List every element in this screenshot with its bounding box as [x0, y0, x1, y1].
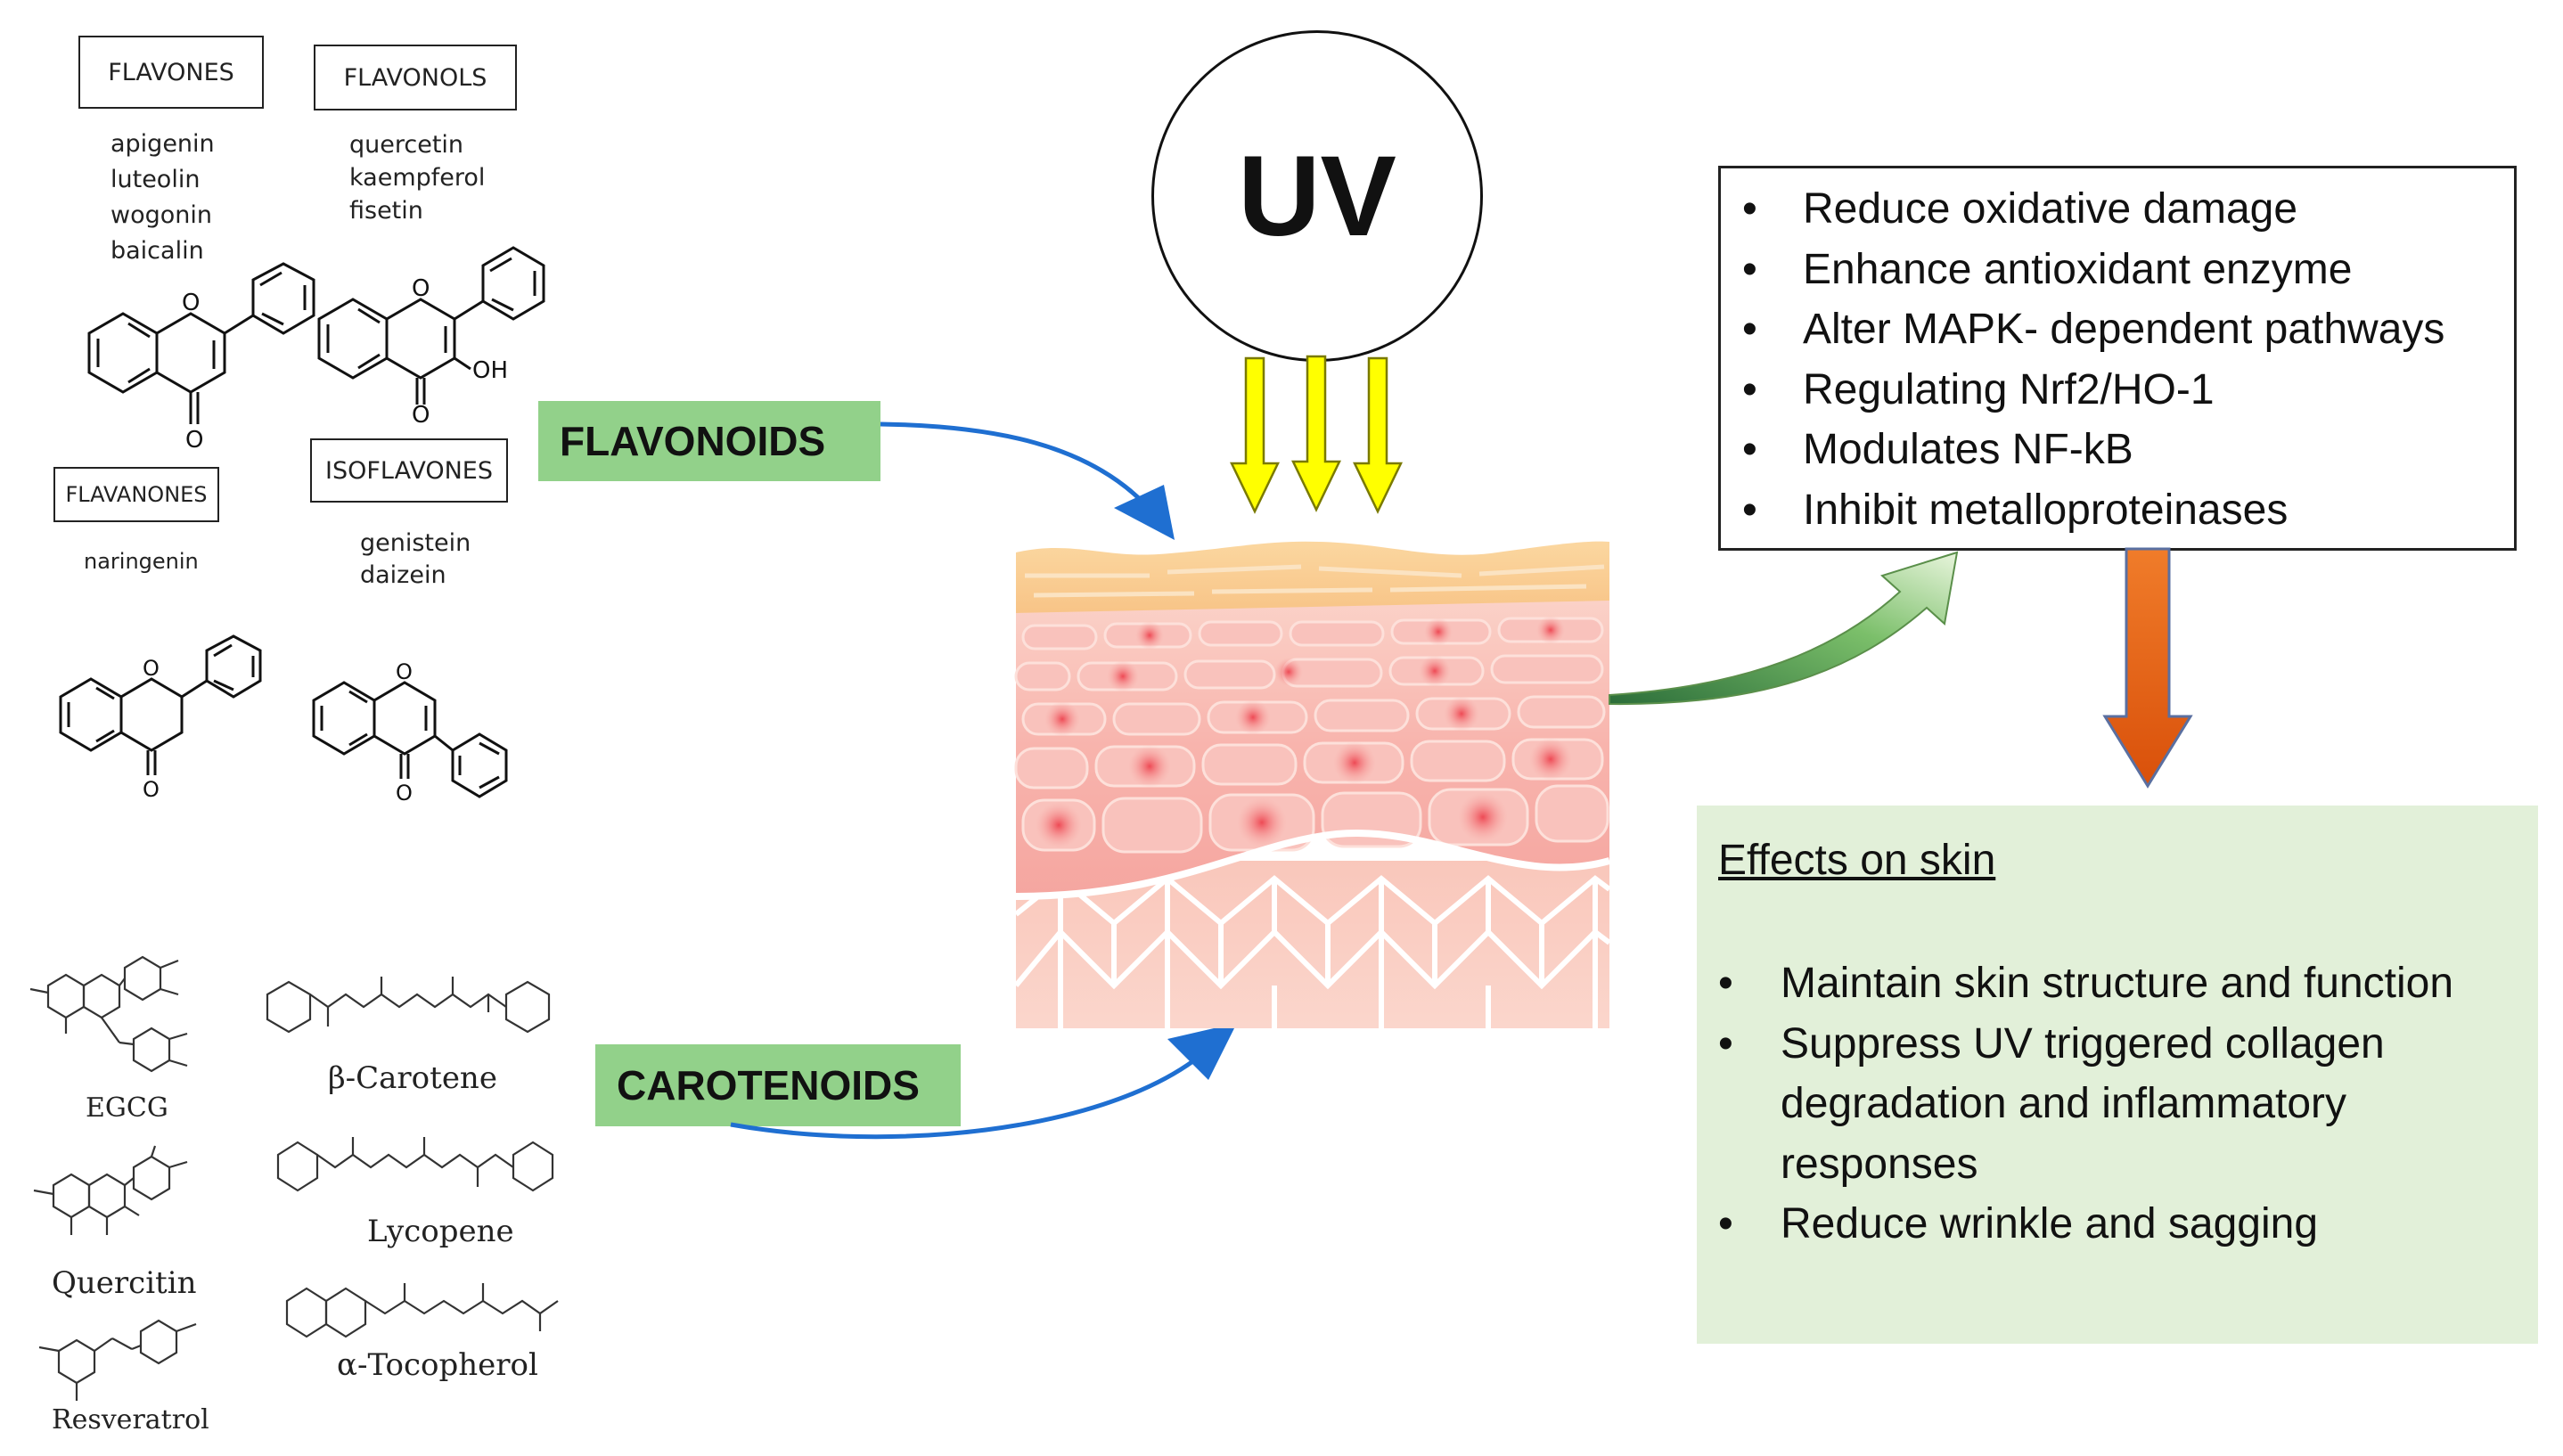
compound-name: daizein	[360, 561, 446, 589]
isoflavones-compounds: genistein daizein	[360, 528, 471, 592]
quercitin-structure	[33, 1145, 188, 1235]
effects-on-skin-box: Effects on skin Maintain skin structure …	[1697, 806, 2538, 1344]
compound-name: kaempferol	[349, 164, 486, 192]
uv-arrow-icon	[1291, 355, 1341, 512]
beta-carotene-name: β-Carotene	[328, 1060, 497, 1096]
oxygen-atom: O	[185, 427, 203, 454]
quercitin-name: Quercitin	[52, 1265, 197, 1301]
compound-name: luteolin	[111, 166, 201, 193]
uv-arrows	[1230, 355, 1403, 514]
beta-carotene-structure	[266, 977, 551, 1034]
oxygen-atom: O	[412, 402, 430, 429]
flavones-label: FLAVONES	[78, 36, 264, 109]
oxygen-atom: O	[412, 275, 430, 302]
mechanism-item: Modulates NF-kB	[1721, 420, 2514, 480]
flavones-compounds: apigenin luteolin wogonin baicalin	[111, 127, 215, 269]
flavonoids-label: FLAVONOIDS	[538, 401, 880, 481]
compound-name: wogonin	[111, 201, 212, 229]
compound-name: genistein	[360, 529, 471, 557]
oxygen-atom: O	[143, 656, 160, 681]
resveratrol-structure	[38, 1319, 197, 1401]
compound-name: fisetin	[349, 197, 423, 225]
mechanisms-to-effects-arrow	[2102, 547, 2193, 789]
flavanone-structure: O O	[59, 634, 262, 802]
mechanism-item: Regulating Nrf2/HO-1	[1721, 360, 2514, 421]
alpha-tocopherol-name: α-Tocopherol	[337, 1347, 538, 1383]
flavonol-structure: O O OH	[317, 246, 545, 429]
compound-name: naringenin	[84, 549, 199, 574]
mechanism-item: Reduce oxidative damage	[1721, 179, 2514, 240]
mechanism-item: Enhance antioxidant enzyme	[1721, 240, 2514, 300]
effect-item: Suppress UV triggered collagen degradati…	[1697, 1014, 2538, 1195]
oxygen-atom: O	[182, 290, 200, 316]
oxygen-atom: O	[396, 781, 413, 806]
compound-name: apigenin	[111, 130, 215, 158]
isoflavone-structure: O O	[312, 659, 508, 806]
skin-cross-section	[1013, 541, 1611, 1028]
egcg-name: EGCG	[86, 1092, 168, 1124]
resveratrol-name: Resveratrol	[52, 1404, 209, 1436]
mechanism-item: Inhibit metalloproteinases	[1721, 480, 2514, 541]
lycopene-name: Lycopene	[367, 1214, 514, 1249]
compound-name: quercetin	[349, 131, 464, 159]
flavone-structure: O O	[87, 262, 315, 454]
lycopene-structure	[276, 1137, 554, 1192]
effect-item: Reduce wrinkle and sagging	[1697, 1194, 2538, 1255]
oxygen-atom: O	[396, 659, 413, 684]
effects-title: Effects on skin	[1718, 837, 1996, 884]
uv-circle: UV	[1151, 30, 1483, 362]
compound-name: baicalin	[111, 237, 204, 265]
egcg-structure	[29, 955, 188, 1073]
flavonols-label: FLAVONOLS	[314, 45, 517, 110]
hydroxyl-group: OH	[472, 357, 508, 384]
flavanones-compounds: naringenin	[84, 544, 199, 579]
mechanisms-box: Reduce oxidative damage Enhance antioxid…	[1718, 166, 2517, 551]
oxygen-atom: O	[143, 777, 160, 802]
isoflavones-label: ISOFLAVONES	[310, 438, 508, 503]
mechanism-item: Alter MAPK- dependent pathways	[1721, 299, 2514, 360]
uv-arrow-icon	[1230, 356, 1280, 514]
alpha-tocopherol-structure	[285, 1283, 559, 1338]
flavonols-compounds: quercetin kaempferol fisetin	[349, 128, 485, 227]
uv-arrow-icon	[1353, 356, 1403, 514]
carotenoids-label: CAROTENOIDS	[595, 1044, 961, 1126]
flavanones-label: FLAVANONES	[53, 467, 219, 522]
effect-item: Maintain skin structure and function	[1697, 953, 2538, 1014]
